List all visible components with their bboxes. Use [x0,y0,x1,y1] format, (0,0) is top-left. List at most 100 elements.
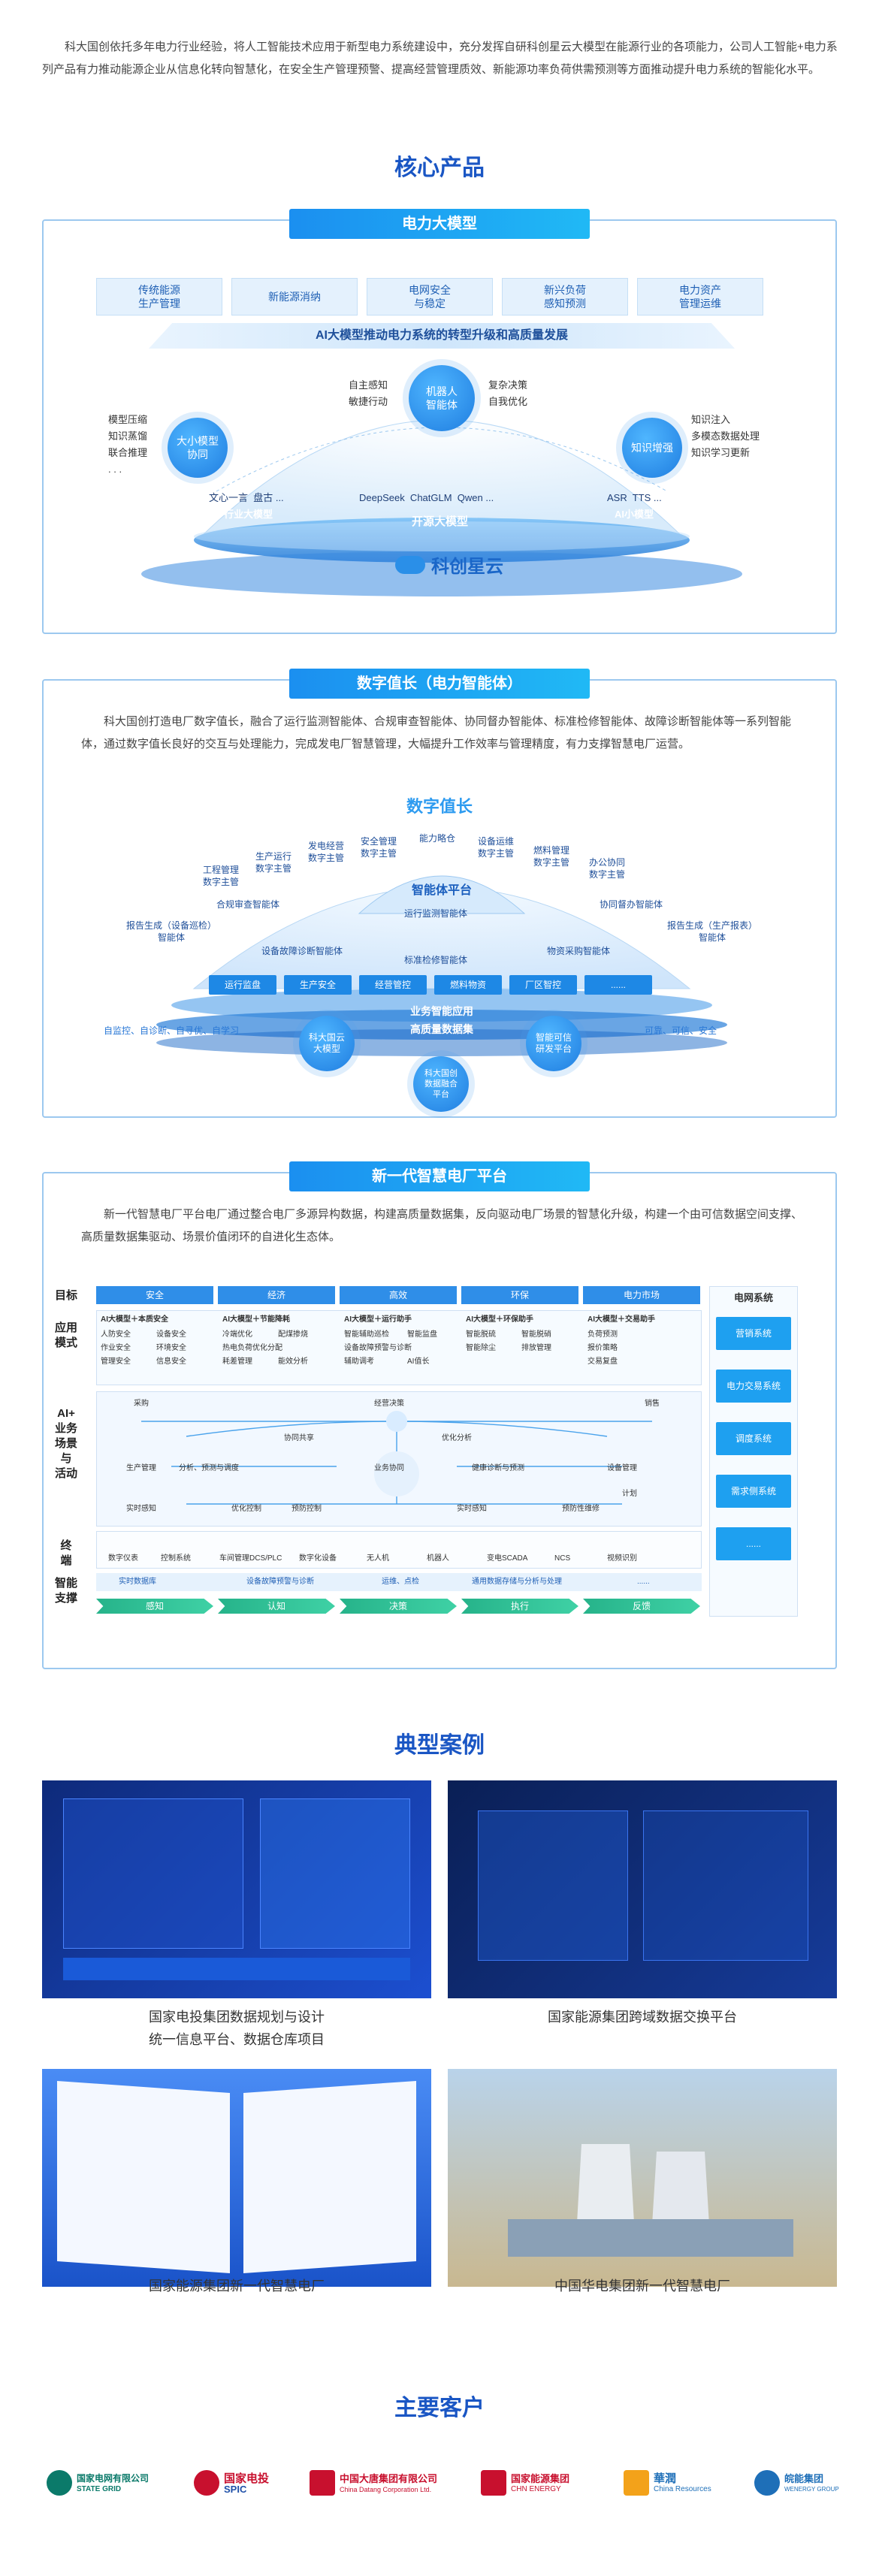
digital-chief-title: 数字值长 [406,797,473,816]
top-box: 新兴负荷 感知预测 [502,278,628,316]
compression-text: 模型压缩 知识蒸馏 联合推理 . . . [108,414,148,475]
scene-text: 销售 [645,1400,660,1408]
duty-label: 办公协同 数字主管 [589,857,626,880]
plant-architecture: 安全 经济 高效 环保 电力市场 AI大模型＋本质安全 AI大模型＋节能降耗 A… [96,1286,702,1642]
app-item: 智能监盘 [407,1330,437,1339]
app-item: 智能辅助巡检 [344,1330,389,1339]
support-item: 通用数据存储与分析与处理 [472,1578,562,1586]
app-item: 耗差管理 [222,1357,252,1366]
knowledge-text: 知识注入 多模态数据处理 知识学习更新 [691,414,760,458]
case-image [42,2069,431,2287]
logo-sub: China Resources [654,2484,711,2493]
app-item: 配煤掺烧 [278,1330,308,1339]
scene-text: 设备管理 [607,1464,637,1472]
cases-title: 典型案例 [394,1733,485,1758]
logo-name: 華潤 [654,2472,677,2485]
terminal-area [96,1531,702,1569]
top-box: 传统能源 生产管理 [96,278,222,316]
duty-label: 生产运行 数字主管 [255,851,292,874]
panel-digital-chief: 数字值长（电力智能体） 科大国创打造电厂数字值长，融合了运行监测智能体、合规审查… [42,669,837,1118]
grid-item: 营销系统 [716,1317,791,1350]
terminal-item: NCS [554,1554,571,1563]
grid-item: ...... [716,1527,791,1560]
app-item: 设备故障预警与诊断 [344,1344,412,1352]
row-label-support: 智能 支撑 [54,1577,77,1605]
scene-text: 生产管理 [126,1464,156,1472]
support-area [96,1573,702,1591]
grid-item: 电力交易系统 [716,1370,791,1403]
grid-item: 调度系统 [716,1422,791,1455]
duty-label: 发电经营 数字主管 [308,841,345,863]
scene-text: 健康诊断与预测 [472,1464,524,1472]
top-box: 电网安全 与稳定 [367,278,493,316]
intro-text: 科大国创依托多年电力行业经验，将人工智能技术应用于新型电力系统建设中，充分发挥自… [42,41,838,76]
app-item: 管理安全 [101,1357,131,1366]
flow-step: 决策 [340,1599,457,1614]
flow-step: 反馈 [583,1599,700,1614]
robot-agent-circle: 机器人 智能体 [409,365,475,431]
panel-tab: 电力大模型 [289,209,590,239]
logo-name: 国家电投 [224,2472,270,2485]
agent-left: 合规审查智能体 [216,899,280,910]
logo-sub: WENERGY GROUP [784,2485,839,2493]
app-item: 智能除尘 [466,1344,496,1352]
case-caption: 国家电投集团数据规划与设计 统一信息平台、数据仓库项目 [149,2010,325,2047]
panel-tab: 新一代智慧电厂平台 [289,1161,590,1191]
app-item: AI值长 [407,1357,430,1366]
agent-center: 运行监测智能体 [404,908,468,919]
logo-sub: STATE GRID [77,2484,122,2493]
base-right-label: AI小模型 [615,509,654,520]
row-label-scene: AI+ 业务 场景 与 活动 [54,1407,77,1480]
biz-band-label: 业务智能应用 [410,1005,473,1017]
scene-text: 业务协同 [374,1464,404,1472]
app-item: 信息安全 [156,1357,186,1366]
goal-chip: 经济 [218,1286,335,1304]
logo-sub: SPIC [224,2483,247,2495]
scene-text: 采购 [134,1400,149,1408]
terminal-item: 无人机 [367,1554,389,1563]
flow-step: 认知 [218,1599,335,1614]
app-item: 冷端优化 [222,1330,252,1339]
wenergy-icon [754,2470,780,2496]
agent-center: 标准检修智能体 [404,955,468,965]
scene-text: 优化控制 [231,1505,261,1513]
app-item: 热电负荷优化分配 [222,1344,282,1352]
scene-text: 协同共享 [284,1434,314,1442]
app-item: 人防安全 [101,1330,131,1339]
scene-text: 分析、预测与调度 [179,1464,239,1472]
app-item: 作业安全 [101,1344,131,1352]
logo-name: 中国大唐集团有限公司 [340,2472,438,2484]
self-capability-text: 自监控、自诊断、自寻优、自学习 [104,1025,240,1036]
row-label-terminal: 终 端 [60,1539,72,1567]
row-label-app: 应用 模式 [54,1321,77,1349]
logo-sub: China Datang Corporation Ltd. [340,2485,432,2493]
scene-text: 实时感知 [457,1505,487,1513]
logo-name: 国家电网有限公司 [77,2472,150,2484]
flow-step: 执行 [461,1599,578,1614]
case-caption: 中国华电集团新一代智慧电厂 [554,2279,730,2294]
scene-text: 预防性维修 [562,1505,600,1513]
cloud-icon [395,555,425,574]
knowledge-enhance-circle: 知识增强 [622,418,682,478]
duty-label: 安全管理 数字主管 [361,836,397,859]
brand-logo: 科创星云 [395,551,503,578]
app-item: 报价策略 [588,1344,618,1352]
trusted-platform-circle: 智能可信 研发平台 [526,1016,581,1071]
agent-platform-label: 智能体平台 [411,884,472,897]
goal-chip: 安全 [96,1286,213,1304]
scene-text: 实时感知 [126,1505,156,1513]
panel-power-model: 电力大模型 传统能源 生产管理 新能源消纳 电网安全 与稳定 新兴负荷 感知预测… [42,209,837,634]
brand-name: 科创星云 [431,557,503,577]
grid-item: 需求侧系统 [716,1475,791,1508]
terminal-item: 机器人 [427,1554,449,1563]
app-header: AI大模型＋交易助手 [588,1315,655,1324]
top-box: 新能源消纳 [231,278,358,316]
support-item: 运维、点检 [382,1578,419,1586]
terminal-item: 车间管理DCS/PLC [219,1554,282,1563]
app-item: 负荷预测 [588,1330,618,1339]
support-item: 设备故障预警与诊断 [246,1578,314,1586]
app-item: 能效分析 [278,1357,308,1366]
base-mid-label: 开源大模型 [412,515,469,528]
goal-chip: 电力市场 [583,1286,700,1304]
